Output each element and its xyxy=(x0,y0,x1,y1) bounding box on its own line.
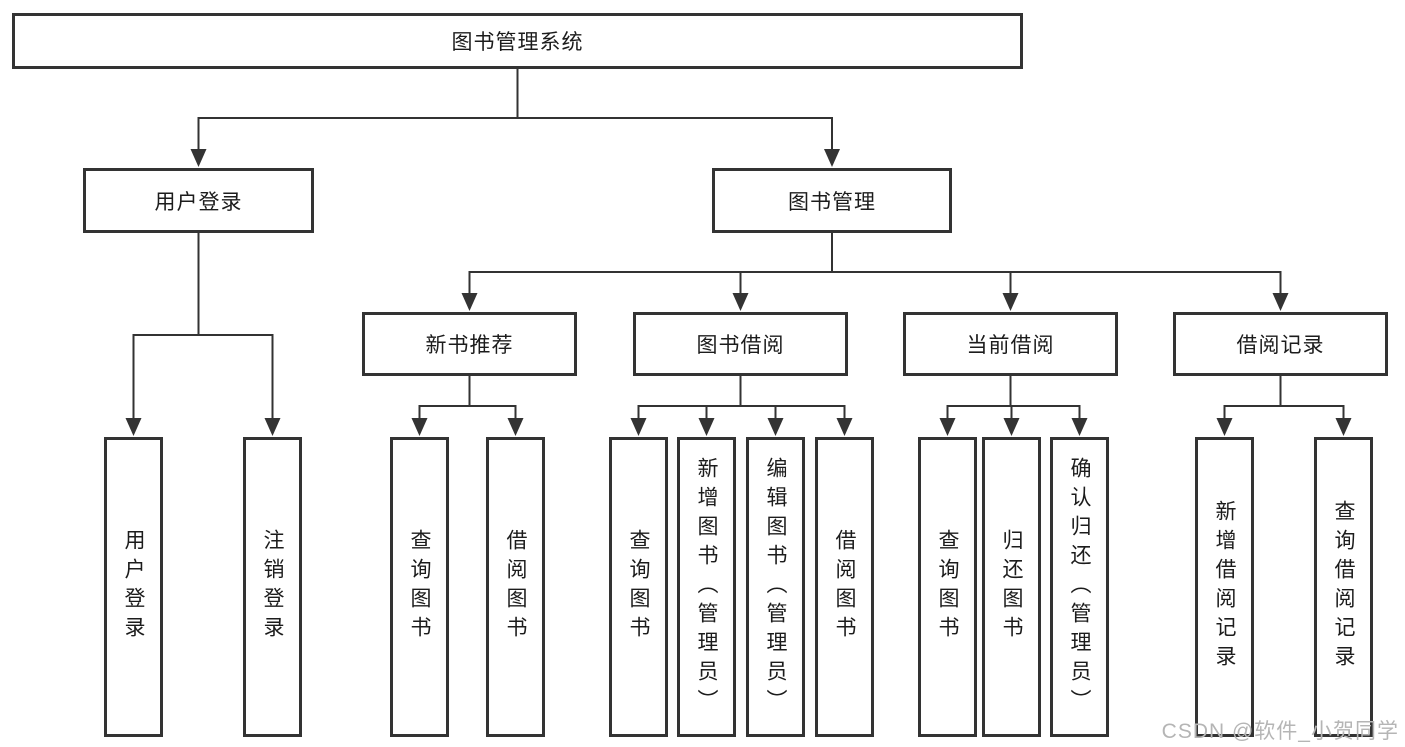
arrowhead xyxy=(939,418,956,436)
node-new-book-recommend-label: 新书推荐 xyxy=(425,334,514,357)
node-leaf-user-login: 用户登录 xyxy=(104,437,163,737)
node-leaf-borrow-books-2: 借阅图书 xyxy=(815,437,874,737)
node-leaf-query-books-3-label: 查询图书 xyxy=(936,529,959,645)
node-leaf-add-books-admin-label: 新增图书（管理员） xyxy=(695,456,718,718)
arrowhead xyxy=(1071,418,1088,436)
node-leaf-logout-label: 注销登录 xyxy=(261,529,284,645)
arrowhead xyxy=(1003,418,1020,436)
node-book-borrow: 图书借阅 xyxy=(633,312,848,376)
node-leaf-confirm-return-admin: 确认归还（管理员） xyxy=(1050,437,1109,737)
arrowhead xyxy=(630,418,647,436)
arrowhead xyxy=(767,418,784,436)
node-new-book-recommend: 新书推荐 xyxy=(362,312,577,376)
arrowhead xyxy=(1216,418,1233,436)
node-user-login-label: 用户登录 xyxy=(154,190,243,214)
node-borrow-records-label: 借阅记录 xyxy=(1236,334,1325,357)
arrowhead xyxy=(264,418,281,436)
node-leaf-query-books-3: 查询图书 xyxy=(918,437,977,737)
node-leaf-borrow-books-2-label: 借阅图书 xyxy=(833,529,856,645)
node-leaf-return-books-label: 归还图书 xyxy=(1000,529,1023,645)
arrowhead xyxy=(1272,293,1289,311)
arrowhead xyxy=(836,418,853,436)
node-book-management-label: 图书管理 xyxy=(788,190,876,214)
node-current-borrow-label: 当前借阅 xyxy=(966,334,1055,357)
arrowhead xyxy=(824,149,840,167)
node-leaf-edit-books-admin: 编辑图书（管理员） xyxy=(746,437,805,737)
arrowhead xyxy=(461,293,478,311)
node-leaf-query-borrow-record-label: 查询借阅记录 xyxy=(1332,500,1355,674)
node-leaf-return-books: 归还图书 xyxy=(982,437,1041,737)
node-user-login: 用户登录 xyxy=(83,168,314,233)
node-leaf-query-books-2-label: 查询图书 xyxy=(627,529,650,645)
node-leaf-edit-books-admin-label: 编辑图书（管理员） xyxy=(764,456,787,718)
node-leaf-query-borrow-record: 查询借阅记录 xyxy=(1314,437,1373,737)
node-borrow-records: 借阅记录 xyxy=(1173,312,1388,376)
arrowhead xyxy=(411,418,428,436)
node-leaf-query-books-1-label: 查询图书 xyxy=(408,529,431,645)
node-leaf-add-borrow-record: 新增借阅记录 xyxy=(1195,437,1254,737)
node-leaf-user-login-label: 用户登录 xyxy=(122,529,145,645)
arrowhead xyxy=(507,418,524,436)
arrowhead xyxy=(125,418,142,436)
arrowhead-group xyxy=(125,149,1352,436)
node-leaf-query-books-1: 查询图书 xyxy=(390,437,449,737)
node-book-borrow-label: 图书借阅 xyxy=(696,334,785,357)
node-leaf-query-books-2: 查询图书 xyxy=(609,437,668,737)
arrowhead xyxy=(698,418,715,436)
node-leaf-borrow-books-1-label: 借阅图书 xyxy=(504,529,527,645)
node-leaf-confirm-return-admin-label: 确认归还（管理员） xyxy=(1068,456,1091,718)
arrowhead xyxy=(732,293,749,311)
arrowhead xyxy=(1335,418,1352,436)
node-leaf-add-books-admin: 新增图书（管理员） xyxy=(677,437,736,737)
node-leaf-add-borrow-record-label: 新增借阅记录 xyxy=(1213,500,1236,674)
node-library-system: 图书管理系统 xyxy=(12,13,1023,69)
arrowhead xyxy=(190,149,207,167)
arrowhead xyxy=(1002,293,1019,311)
node-leaf-borrow-books-1: 借阅图书 xyxy=(486,437,545,737)
watermark: CSDN @软件_小贺同学 xyxy=(1161,720,1399,743)
node-current-borrow: 当前借阅 xyxy=(903,312,1118,376)
node-book-management: 图书管理 xyxy=(712,168,952,233)
node-library-system-label: 图书管理系统 xyxy=(451,31,584,54)
node-leaf-logout: 注销登录 xyxy=(243,437,302,737)
